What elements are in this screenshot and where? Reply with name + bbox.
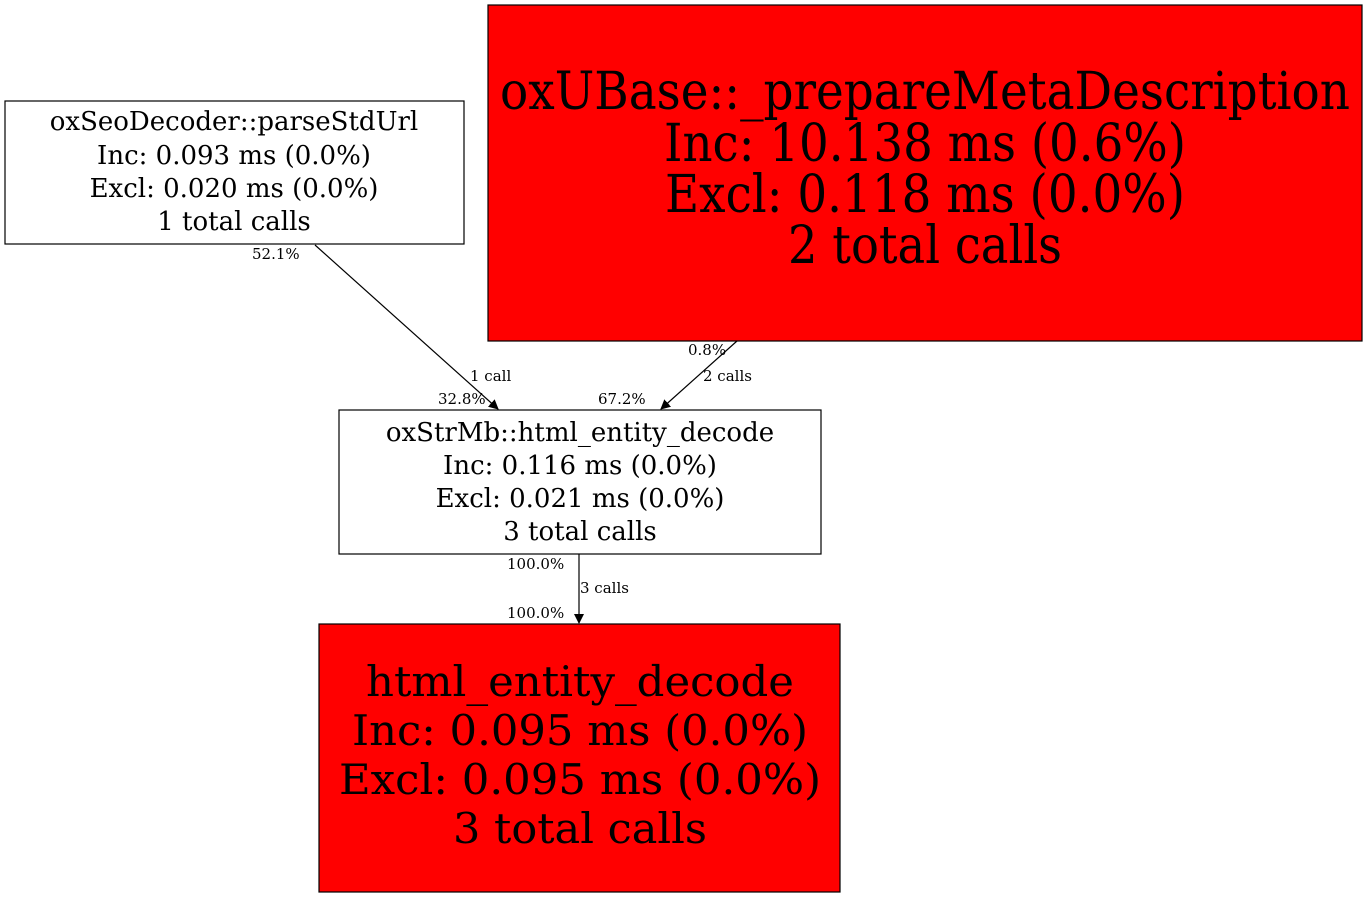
edge-head-label: 32.8% (438, 390, 486, 408)
node-inclusive-time: Inc: 10.138 ms (0.6%) (664, 114, 1186, 174)
node-exclusive-time: Excl: 0.021 ms (0.0%) (436, 484, 725, 514)
node-box (338, 409, 822, 555)
node-exclusive-time: Excl: 0.095 ms (0.0%) (339, 755, 821, 804)
node-inclusive-time: Inc: 0.116 ms (0.0%) (443, 451, 717, 481)
node-function-name: html_entity_decode (366, 657, 794, 706)
node-function-name: oxStrMb::html_entity_decode (386, 418, 774, 448)
edge-parseStdUrl-to-oxStrMb-decode[interactable]: 52.1% 1 call 32.8% (252, 244, 511, 410)
node-total-calls: 1 total calls (157, 207, 310, 237)
edge-prepareMetaDescription-to-oxStrMb-decode[interactable]: 0.8% 2 calls 67.2% (598, 340, 752, 410)
node-inclusive-time: Inc: 0.093 ms (0.0%) (97, 141, 371, 171)
edge-call-label: 1 call (470, 367, 511, 385)
node-function-name: oxUBase::_prepareMetaDescription (500, 62, 1350, 122)
node-html-entity-decode[interactable]: html_entity_decode Inc: 0.095 ms (0.0%) … (318, 623, 841, 893)
edge-tail-label: 52.1% (252, 245, 300, 263)
node-exclusive-time: Excl: 0.118 ms (0.0%) (665, 165, 1185, 225)
node-oxStrMb-html-entity-decode[interactable]: oxStrMb::html_entity_decode Inc: 0.116 m… (338, 409, 822, 555)
edge-head-label: 100.0% (507, 604, 564, 622)
node-exclusive-time: Excl: 0.020 ms (0.0%) (90, 174, 379, 204)
edge-line (660, 340, 738, 410)
edge-oxStrMb-decode-to-html-entity-decode[interactable]: 100.0% 3 calls 100.0% (507, 554, 629, 624)
edge-head-label: 67.2% (598, 390, 646, 408)
node-inclusive-time: Inc: 0.095 ms (0.0%) (352, 706, 808, 755)
edge-call-label: 2 calls (703, 367, 752, 385)
edge-call-label: 3 calls (580, 579, 629, 597)
node-prepareMetaDescription[interactable]: oxUBase::_prepareMetaDescription Inc: 10… (487, 4, 1363, 342)
node-total-calls: 3 total calls (453, 804, 707, 853)
node-box (487, 4, 1363, 342)
node-parseStdUrl[interactable]: oxSeoDecoder::parseStdUrl Inc: 0.093 ms … (4, 100, 465, 245)
node-box (4, 100, 465, 245)
node-total-calls: 3 total calls (503, 517, 656, 547)
node-function-name: oxSeoDecoder::parseStdUrl (50, 107, 418, 137)
node-total-calls: 2 total calls (788, 216, 1062, 276)
edge-tail-label: 0.8% (688, 341, 726, 359)
edge-tail-label: 100.0% (507, 555, 564, 573)
node-box (318, 623, 841, 893)
edge-line (314, 244, 499, 410)
